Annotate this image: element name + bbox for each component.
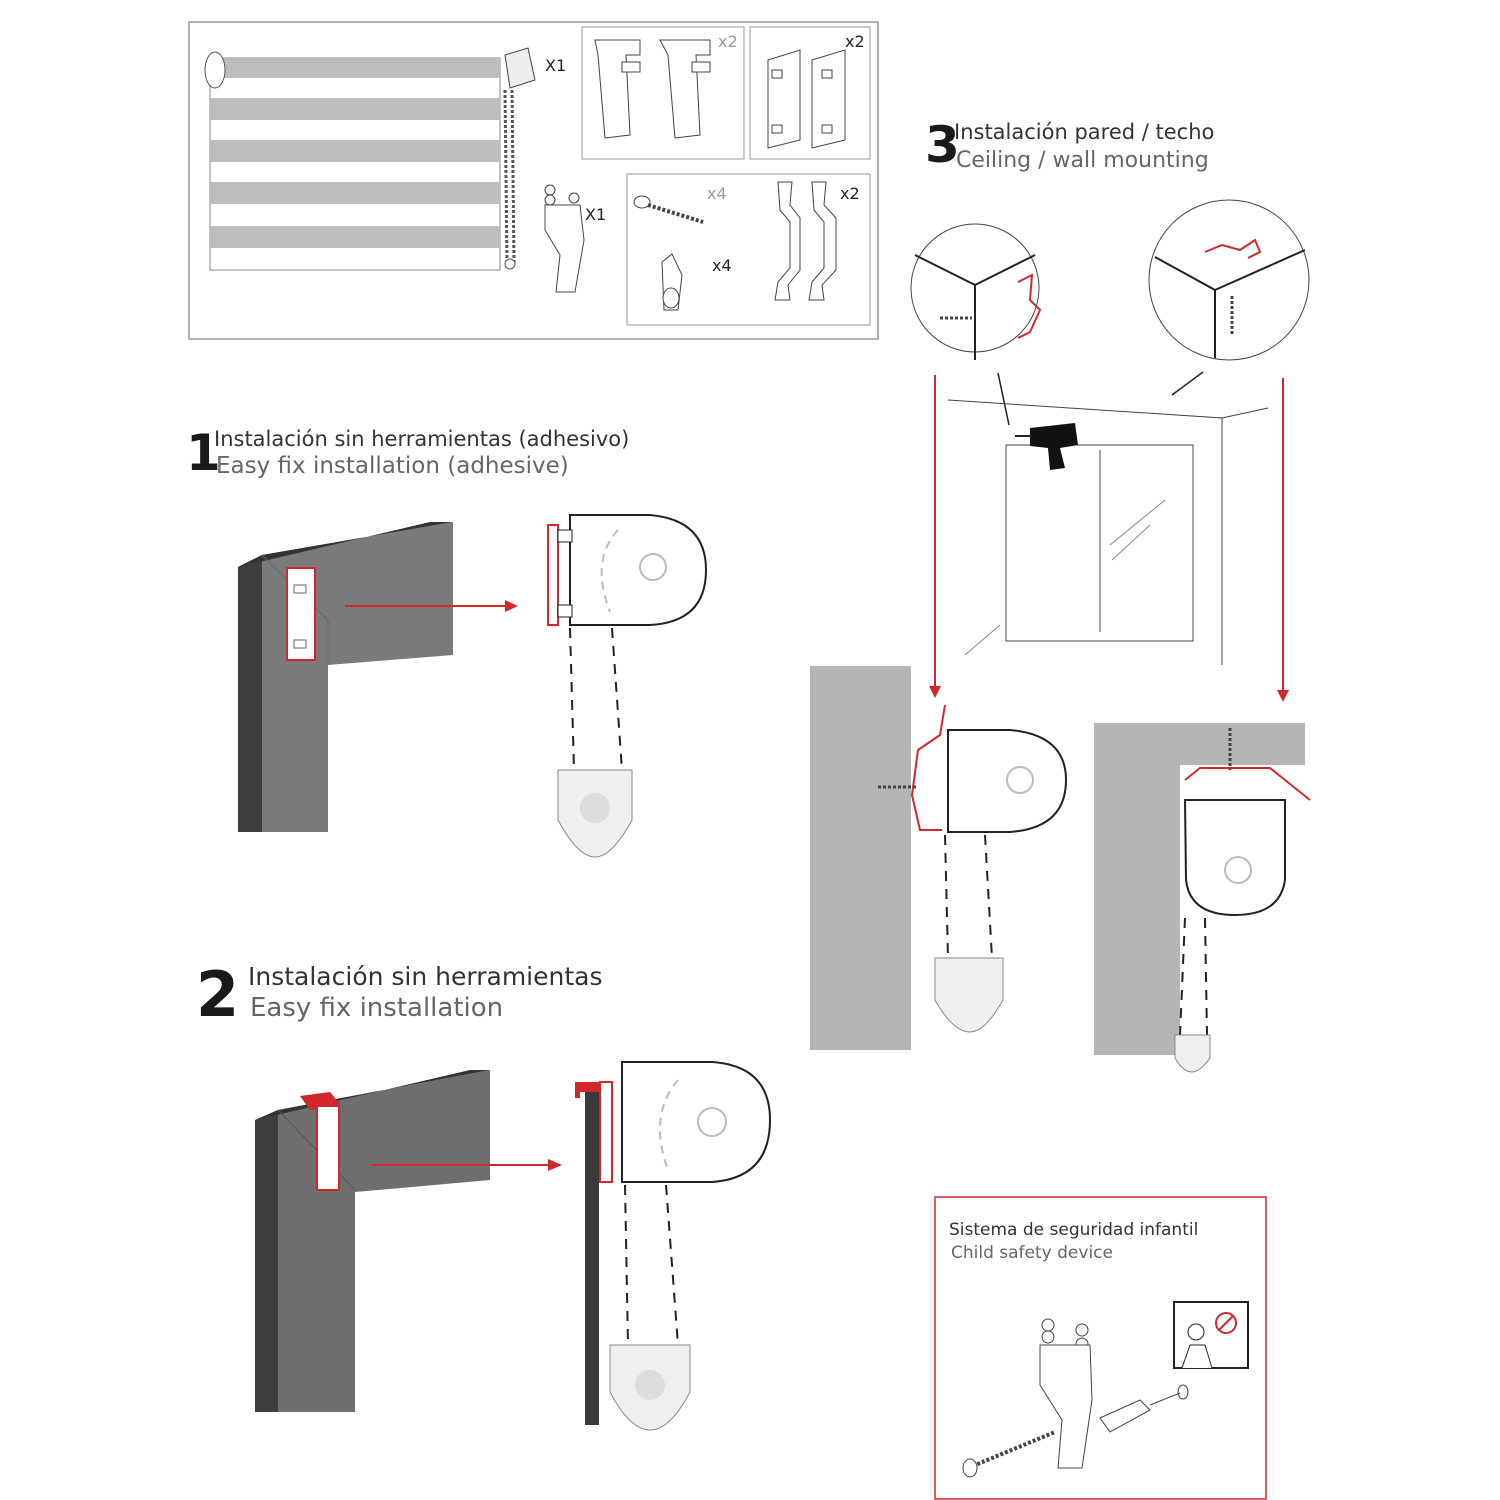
step1-title-es: Instalación sin herramientas (adhesivo) bbox=[214, 427, 630, 451]
step1-title-en: Easy fix installation (adhesive) bbox=[216, 453, 569, 479]
child-warning-illustration bbox=[1173, 1301, 1249, 1369]
hook-bracket-pair bbox=[594, 39, 711, 139]
step1-illustration bbox=[238, 514, 708, 858]
step3-title-en: Ceiling / wall mounting bbox=[956, 148, 1209, 173]
drill-icon bbox=[1015, 423, 1078, 470]
step2-title-en: Easy fix installation bbox=[250, 993, 504, 1023]
adhesive-bracket-quantity: x2 bbox=[845, 32, 865, 51]
safety-clip-mount-illustration bbox=[962, 1318, 1189, 1478]
step3-illustration bbox=[810, 199, 1311, 1073]
wall-plug-illustration bbox=[661, 253, 683, 311]
kit-contents-panel bbox=[188, 21, 879, 340]
safety-title-en: Child safety device bbox=[951, 1243, 1113, 1263]
step3-number: 3 bbox=[925, 116, 960, 174]
z-bracket-quantity: x2 bbox=[840, 184, 860, 203]
blind-quantity: X1 bbox=[545, 56, 567, 75]
step3-title-es: Instalación pared / techo bbox=[954, 120, 1215, 144]
z-bracket-pair bbox=[774, 181, 837, 301]
safety-clip-quantity: X1 bbox=[585, 205, 607, 224]
step1-number: 1 bbox=[186, 424, 221, 482]
zebra-blind-illustration bbox=[204, 47, 536, 271]
screw-quantity: x4 bbox=[707, 184, 727, 203]
step2-number: 2 bbox=[196, 958, 240, 1031]
adhesive-bracket-pair bbox=[767, 49, 846, 149]
screw-illustration bbox=[633, 195, 704, 224]
safety-panel bbox=[934, 1196, 1267, 1500]
step2-illustration bbox=[255, 1061, 772, 1431]
safety-clip-illustration bbox=[544, 184, 585, 293]
plug-quantity: x4 bbox=[712, 256, 732, 275]
hook-bracket-quantity: x2 bbox=[718, 32, 738, 51]
step2-title-es: Instalación sin herramientas bbox=[248, 962, 603, 991]
safety-title-es: Sistema de seguridad infantil bbox=[949, 1220, 1199, 1240]
